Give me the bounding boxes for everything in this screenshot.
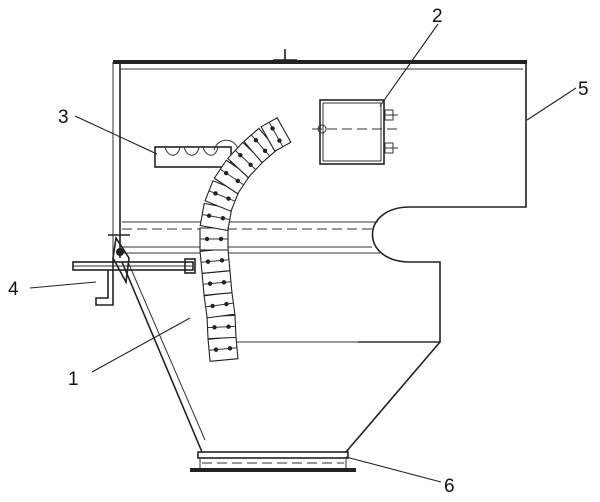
housing-body (112, 62, 527, 343)
lining-bricks (199, 117, 292, 362)
brick-bolt (213, 191, 218, 196)
brick-bolt (226, 324, 231, 329)
callout-2: 2 (432, 6, 443, 27)
brick-bolt (221, 280, 227, 285)
brick-bolt (218, 236, 224, 242)
brick-divider (268, 122, 284, 147)
shaft-handle (72, 234, 196, 306)
brick-bolt (226, 196, 231, 201)
brick-bolt (213, 347, 219, 352)
brick-bolt (220, 216, 226, 221)
inspection-door (312, 99, 402, 165)
brick-divider (205, 302, 234, 308)
brick-bolt (270, 126, 275, 131)
brick-divider (234, 150, 257, 170)
callout-6: 6 (444, 476, 455, 497)
funnel (121, 261, 441, 453)
brick-divider (209, 347, 237, 351)
brick-divider (207, 325, 236, 329)
brick-bolt (227, 346, 233, 351)
brick-divider (220, 168, 244, 186)
brick-bolt (224, 301, 229, 307)
top-plate (113, 49, 527, 70)
callout-5: 5 (578, 79, 589, 100)
brick-bolt (205, 259, 211, 264)
brick-bolt (219, 258, 225, 263)
callout-3: 3 (58, 107, 69, 128)
brick-bolt (235, 178, 241, 184)
brick-bolt (248, 162, 253, 167)
brick-divider (203, 281, 231, 285)
leader-lines (29, 23, 577, 483)
brick-bolt (253, 138, 259, 143)
callout-4: 4 (8, 279, 19, 300)
brick-bolt (207, 281, 213, 286)
brick-bolt (206, 213, 212, 218)
brick-bolt (210, 303, 215, 309)
callout-1: 1 (68, 369, 79, 390)
brick-divider (202, 214, 230, 220)
brick-divider (201, 259, 229, 263)
brick-divider (250, 134, 271, 157)
brick-bolt (223, 170, 229, 176)
brick-bolt (212, 325, 217, 330)
brick-bolt (277, 138, 282, 143)
brick-bolt (238, 153, 243, 158)
outlet-flange (190, 451, 356, 472)
brick-bolt (204, 236, 210, 242)
brick-bolt (262, 148, 268, 153)
brick-divider (208, 190, 236, 202)
